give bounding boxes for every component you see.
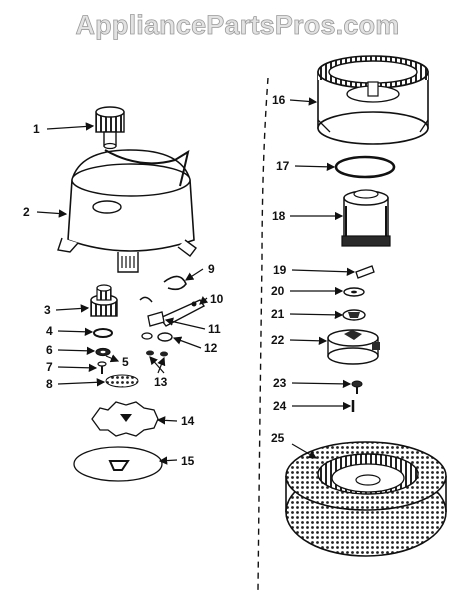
callout-6: 6 bbox=[46, 343, 53, 357]
part-7-screw bbox=[97, 361, 107, 374]
part-17-o-ring bbox=[334, 155, 396, 179]
part-11-pawl bbox=[147, 311, 165, 327]
part-25-knurled-wheel bbox=[285, 441, 447, 557]
callout-21: 21 bbox=[271, 307, 285, 321]
callout-17: 17 bbox=[276, 159, 290, 173]
callout-10: 10 bbox=[210, 292, 224, 306]
callout-7: 7 bbox=[46, 360, 53, 374]
callout-22: 22 bbox=[271, 333, 285, 347]
callout-1: 1 bbox=[33, 122, 40, 136]
callout-2: 2 bbox=[23, 205, 30, 219]
part-19-clip bbox=[355, 265, 375, 279]
callout-9: 9 bbox=[208, 262, 215, 276]
callout-23: 23 bbox=[273, 376, 287, 390]
part-12-washer bbox=[157, 332, 173, 342]
watermark-logo: AppliancePartsPros.com bbox=[75, 10, 400, 41]
part-21-small-gear bbox=[342, 309, 366, 321]
callout-5: 5 bbox=[122, 355, 129, 369]
part-9-spring bbox=[139, 275, 187, 303]
callout-4: 4 bbox=[46, 324, 53, 338]
callout-24: 24 bbox=[273, 399, 287, 413]
callout-labels: 1 2 3 4 5 6 7 8 9 10 11 12 13 14 15 16 1… bbox=[23, 93, 290, 468]
part-15-disc bbox=[73, 446, 163, 482]
part-8-plate bbox=[105, 374, 139, 388]
part-10-lever bbox=[158, 299, 206, 327]
dashed-separator-line bbox=[257, 77, 269, 591]
part-3-gear bbox=[90, 284, 118, 317]
part-22-ratchet bbox=[327, 329, 380, 365]
callout-8: 8 bbox=[46, 377, 53, 391]
callout-11: 11 bbox=[208, 322, 221, 336]
callout-15: 15 bbox=[181, 454, 195, 468]
part-16-drum bbox=[317, 55, 429, 145]
part-23-screw bbox=[351, 380, 363, 394]
callout-18: 18 bbox=[272, 209, 286, 223]
part-13-washer bbox=[141, 332, 153, 340]
part-1-pinion-gear bbox=[95, 106, 125, 150]
leader-lines bbox=[36, 97, 356, 465]
callout-14: 14 bbox=[181, 414, 195, 428]
callout-25: 25 bbox=[271, 431, 285, 445]
part-18-hub bbox=[341, 189, 391, 247]
part-4-washer bbox=[93, 328, 113, 338]
callout-13: 13 bbox=[154, 375, 168, 389]
callout-19: 19 bbox=[273, 263, 287, 277]
callout-16: 16 bbox=[272, 93, 286, 107]
part-14-star-disc bbox=[91, 401, 159, 437]
callout-12: 12 bbox=[204, 341, 218, 355]
callout-20: 20 bbox=[271, 284, 285, 298]
callout-3: 3 bbox=[44, 303, 51, 317]
part-2-housing bbox=[57, 149, 197, 273]
